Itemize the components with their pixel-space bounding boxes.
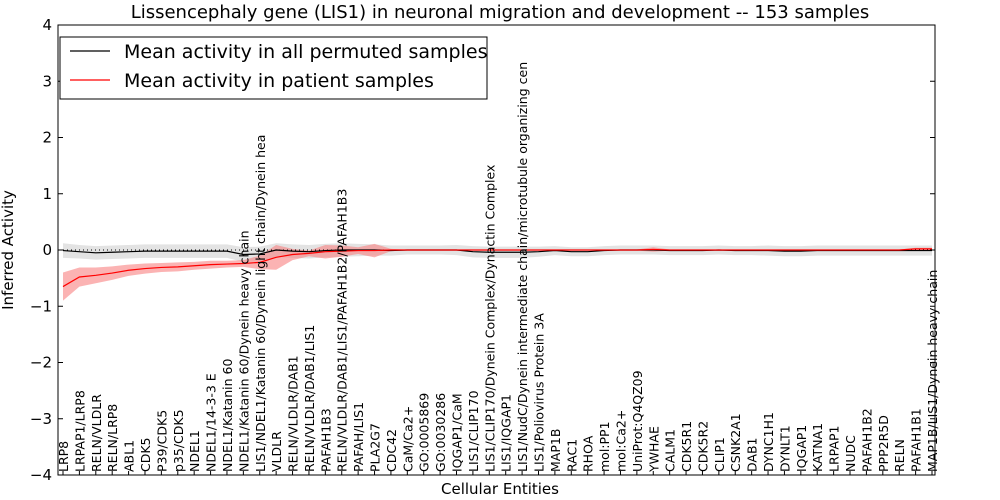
y-tick-label: −1 <box>30 297 52 315</box>
x-tick-label: RELN/VLDLR <box>89 394 104 472</box>
x-tick-label: CaM/Ca2+ <box>400 406 415 472</box>
y-axis-label: Inferred Activity <box>0 190 17 310</box>
x-tick-label: RELN/VLDLR/DAB1 <box>286 355 301 472</box>
x-tick-label: IQGAP1 <box>794 425 809 472</box>
x-tick-label: CSNK2A1 <box>728 413 743 472</box>
x-tick-label: mol:Ca2+ <box>613 410 628 472</box>
line-series-1 <box>62 248 932 288</box>
x-tick-label: ABL1 <box>122 440 137 472</box>
x-tick-label: p35/CDK5 <box>171 409 186 472</box>
x-tick-label: CDK5R1 <box>679 421 694 472</box>
x-tick-label: CDK5 <box>138 437 153 472</box>
y-tick-label: 4 <box>42 16 52 34</box>
x-tick-label: LIS1/Poliovirus Protein 3A <box>531 313 546 472</box>
x-tick-label: RELN/LRP8 <box>105 404 120 472</box>
x-tick-label: NDEL1/Katanin 60 <box>220 359 235 472</box>
x-tick-label: RELN/VLDLR/DAB1/LIS1/PAFAH1B2/PAFAH1B3 <box>335 189 350 472</box>
x-tick-label: LIS1/NudC/Dynein intermediate chain/micr… <box>515 62 530 472</box>
x-tick-label: mol:PP1 <box>597 421 612 472</box>
x-tick-label: CDK5R2 <box>695 421 710 472</box>
x-tick-label: PAFAH1B3 <box>318 408 333 472</box>
x-tick-label: MAP1B/LIS1/Dynein heavy chain <box>925 270 940 472</box>
x-tick-label: CALM1 <box>663 429 678 472</box>
x-tick-label: NUDC <box>843 435 858 472</box>
chart-title: Lissencephaly gene (LIS1) in neuronal mi… <box>131 2 870 23</box>
y-tick-label: 2 <box>42 129 52 147</box>
x-tick-label: LIS1/CLIP170 <box>466 390 481 472</box>
x-tick-label: GO:0005869 <box>417 393 432 472</box>
x-tick-label: LRPAP1 <box>827 426 842 472</box>
x-tick-label: CLIP1 <box>712 437 727 472</box>
y-tick-label: 3 <box>42 72 52 90</box>
y-tick-label: 0 <box>42 241 52 259</box>
x-tick-label: VLDLR <box>269 431 284 472</box>
x-tick-label: PAFAH1B2 <box>859 408 874 472</box>
x-tick-label: IQGAP1/CaM <box>450 393 465 472</box>
y-tick-label: −2 <box>30 354 52 372</box>
x-tick-label: PAFAH/LIS1 <box>351 402 366 472</box>
x-tick-label: PLA2G7 <box>368 423 383 472</box>
x-tick-label: LIS1/IQGAP1 <box>499 394 514 472</box>
legend-label-permuted: Mean activity in all permuted samples <box>124 41 487 63</box>
x-tick-label: LIS1/NDEL1/Katanin 60/Dynein light chain… <box>253 135 268 472</box>
x-tick-label: DYNLT1 <box>777 425 792 472</box>
x-tick-label: DAB1 <box>745 438 760 473</box>
x-tick-label: P39/CDK5 <box>154 410 169 472</box>
y-tick-label: −3 <box>30 410 52 428</box>
y-tick-label: 1 <box>42 185 52 203</box>
x-tick-label: UniProt:Q4QZ09 <box>630 370 645 472</box>
y-tick-label: −4 <box>30 466 52 484</box>
legend-box <box>59 36 488 100</box>
x-tick-label: PAFAH1B1 <box>909 408 924 472</box>
x-tick-label: CDC42 <box>384 429 399 472</box>
x-tick-label: NDEL1/Katanin 60/Dynein heavy chain <box>236 230 251 472</box>
x-tick-label: MAP1B <box>548 429 563 472</box>
x-tick-label: RAC1 <box>564 439 579 472</box>
x-tick-label: LRPAP1/LRP8 <box>72 390 87 472</box>
x-tick-label: RELN <box>892 439 907 472</box>
line-series-0 <box>62 249 932 256</box>
legend-label-patient: Mean activity in patient samples <box>124 70 434 92</box>
x-tick-label: RHOA <box>581 435 596 472</box>
y-axis: 4 3 2 1 0 −1 −2 −3 −4 <box>30 16 935 484</box>
band-series-1 <box>63 243 932 301</box>
x-tick-label: DYNC1H1 <box>761 412 776 472</box>
x-tick-label: LRP8 <box>56 441 71 472</box>
x-tick-label: GO:0030286 <box>433 393 448 472</box>
x-tick-label: PPP2R5D <box>876 415 891 472</box>
x-tick-label: LIS1/CLIP170/Dynein Complex/Dynactin Com… <box>482 165 497 472</box>
x-tick-label: RELN/VLDLR/DAB1/LIS1 <box>302 325 317 472</box>
legend: Mean activity in all permuted samples Me… <box>59 36 488 100</box>
x-tick-label: NDEL1 <box>187 430 202 472</box>
x-tick-label: YWHAE <box>646 426 661 473</box>
x-tick-label: NDEL1/14-3-3 E <box>204 373 219 472</box>
x-tick-label: KATNA1 <box>810 423 825 472</box>
x-axis-label: Cellular Entities <box>441 480 559 498</box>
